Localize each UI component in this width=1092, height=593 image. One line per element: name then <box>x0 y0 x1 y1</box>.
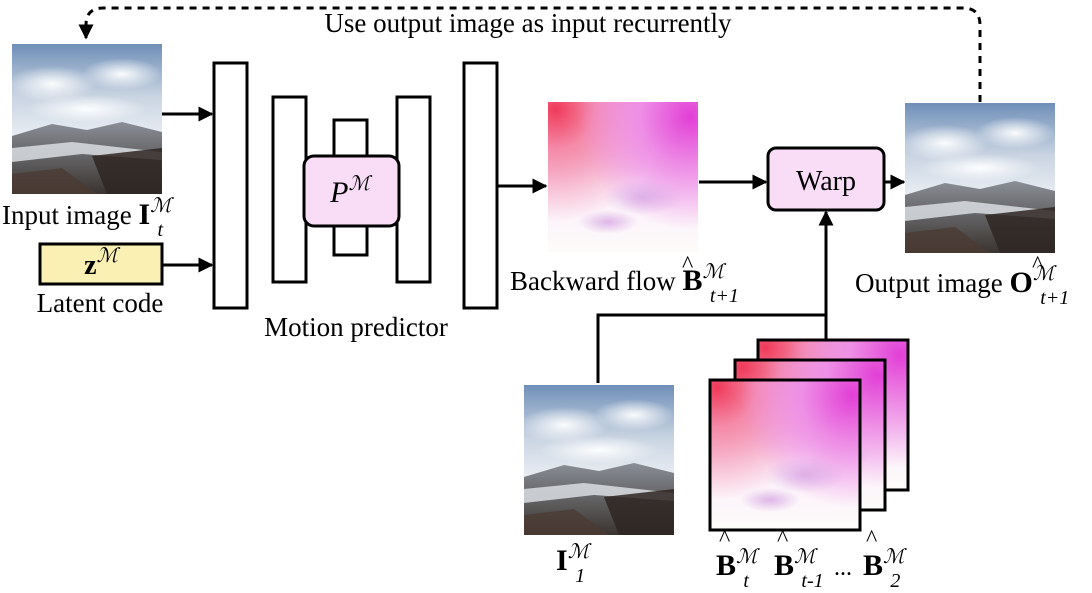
flow-label-ellipsis: ... <box>834 555 852 581</box>
recurrent-arrow <box>78 6 982 102</box>
warp-label: Warp <box>796 166 856 197</box>
flow-label-3-hat: ^ <box>866 526 877 552</box>
latent-code-label: Latent code <box>37 288 164 318</box>
motion-predictor-label: Motion predictor <box>264 312 448 342</box>
unet-layer-4 <box>395 95 432 284</box>
flow-stack-front <box>708 378 862 532</box>
flow-label-2-hat: ^ <box>777 526 788 552</box>
first-frame-image <box>519 385 674 535</box>
warp-box <box>766 146 886 212</box>
first-frame-connector <box>596 313 826 383</box>
output-image <box>900 103 1055 253</box>
flow-stack <box>708 338 910 532</box>
predictor-core-symbol: Pℳ <box>329 173 372 209</box>
predictor-core-box <box>302 154 401 228</box>
unet-layer-1 <box>212 61 249 310</box>
output-hat: ^ <box>1032 252 1043 278</box>
input-image <box>7 44 162 194</box>
recurrent-caption: Use output image as input recurrently <box>324 8 732 38</box>
latent-code-symbol: zℳ <box>84 245 120 281</box>
flow-label-1-hat: ^ <box>719 526 730 552</box>
unet-layer-2 <box>271 95 308 284</box>
backward-flow-image <box>548 102 698 252</box>
backward-flow-hat: ^ <box>682 252 693 278</box>
motion-predictor <box>212 61 499 310</box>
unet-layer-5 <box>462 61 499 310</box>
